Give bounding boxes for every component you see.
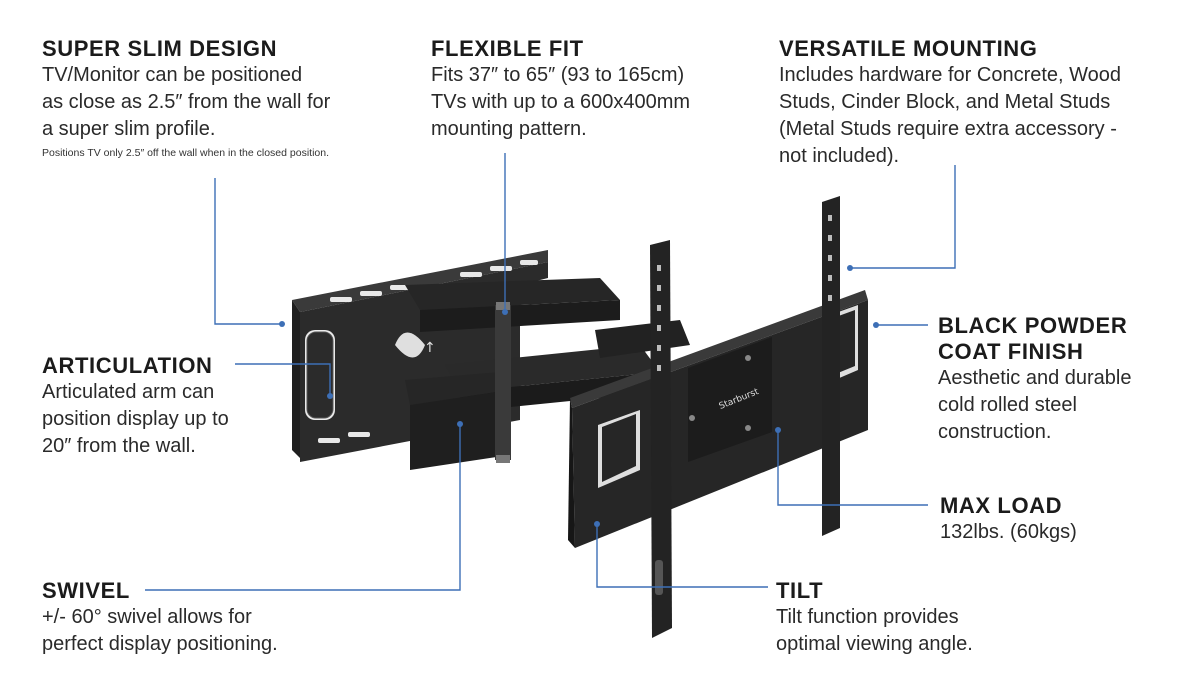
- callout-max-load: MAX LOAD 132lbs. (60kgs): [940, 493, 1077, 546]
- tilt-dot: [594, 521, 600, 527]
- articulating-arms: [405, 278, 690, 470]
- articulation-title: ARTICULATION: [42, 353, 213, 378]
- powder-dot: [873, 322, 879, 328]
- swivel-title: SWIVEL: [42, 578, 130, 603]
- flexible-fit-body: Fits 37″ to 65″ (93 to 165cm) TVs with u…: [431, 64, 691, 140]
- swivel-dot: [457, 421, 463, 427]
- max-load-dot: [775, 427, 781, 433]
- swivel-body: +/- 60° swivel allows for perfect displa…: [42, 606, 278, 655]
- max-load-body: 132lbs. (60kgs): [940, 521, 1077, 543]
- callout-versatile: VERSATILE MOUNTING Includes hardware for…: [779, 36, 1121, 170]
- versatile-body: Includes hardware for Concrete, Wood Stu…: [779, 64, 1122, 167]
- tilt-body: Tilt function provides optimal viewing a…: [776, 606, 973, 655]
- tv-plate: Starburst: [568, 196, 868, 638]
- articulation-line: [235, 363, 331, 396]
- versatile-title: VERSATILE MOUNTING: [779, 36, 1038, 61]
- articulation-dot: [327, 393, 333, 399]
- articulation-body: Articulated arm can position display up …: [42, 381, 229, 457]
- tilt-title: TILT: [776, 578, 824, 603]
- callout-super-slim: SUPER SLIM DESIGN TV/Monitor can be posi…: [42, 36, 330, 161]
- tilt-line: [596, 524, 768, 588]
- callout-swivel: SWIVEL +/- 60° swivel allows for perfect…: [42, 578, 278, 658]
- callout-flexible-fit: FLEXIBLE FIT Fits 37″ to 65″ (93 to 165c…: [431, 36, 690, 143]
- callout-powder-coat: BLACK POWDER COAT FINISH Aesthetic and d…: [938, 313, 1131, 446]
- versatile-line: [850, 165, 956, 269]
- svg-text:↑: ↑: [424, 340, 436, 356]
- powder-body: Aesthetic and durable cold rolled steel …: [938, 367, 1132, 443]
- powder-title: BLACK POWDER COAT FINISH: [938, 313, 1128, 364]
- flexible-fit-dot: [502, 309, 508, 315]
- swivel-line: [145, 424, 461, 591]
- max-load-title: MAX LOAD: [940, 493, 1063, 518]
- flexible-fit-title: FLEXIBLE FIT: [431, 36, 584, 61]
- super-slim-line: [214, 178, 282, 325]
- versatile-dot: [847, 265, 853, 271]
- super-slim-body: TV/Monitor can be positioned as close as…: [42, 64, 331, 140]
- super-slim-note: Positions TV only 2.5″ off the wall when…: [42, 147, 329, 159]
- super-slim-title: SUPER SLIM DESIGN: [42, 36, 278, 61]
- callout-articulation: ARTICULATION Articulated arm can positio…: [42, 353, 229, 460]
- callout-tilt: TILT Tilt function provides optimal view…: [776, 578, 973, 658]
- super-slim-dot: [279, 321, 285, 327]
- max-load-line: [777, 430, 928, 506]
